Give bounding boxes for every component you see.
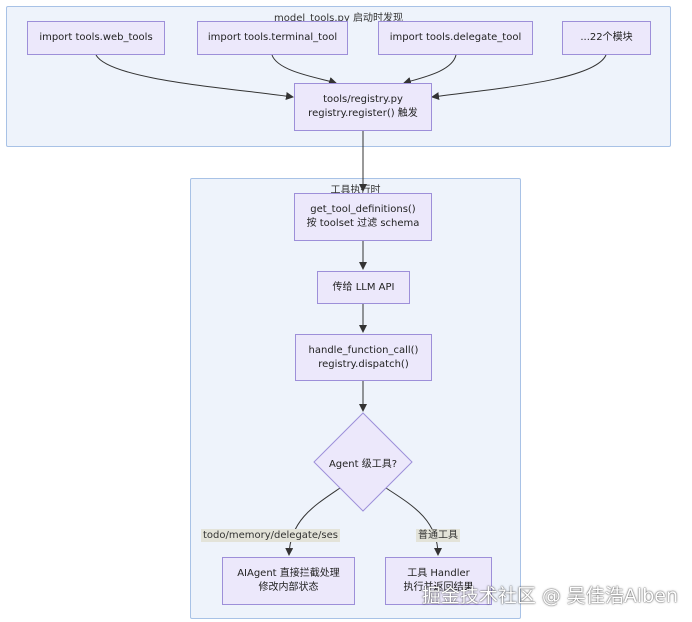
discovery-cluster-title: model_tools.py 启动时发现 <box>274 13 403 24</box>
node-registry-line2: registry.register() 触发 <box>308 108 418 119</box>
runtime-cluster: 工具执行时 <box>190 178 521 619</box>
decision-diamond: Agent 级工具? <box>313 412 413 512</box>
edge-terminal-to-registry <box>271 54 337 85</box>
edge-decision-to-handler <box>385 487 442 556</box>
node-more-modules-line1: ...22个模块 <box>580 32 633 43</box>
node-get-defs-line2: 按 toolset 过滤 schema <box>306 218 420 229</box>
node-registry: tools/registry.py registry.register() 触发 <box>294 83 432 131</box>
edge-label-normal-branch: 普通工具 <box>416 529 460 542</box>
node-aiagent: AIAgent 直接拦截处理 修改内部状态 <box>222 557 355 605</box>
node-tool-handler: 工具 Handler 执行并返回结果 <box>385 557 492 605</box>
edge-more-to-registry <box>431 54 607 101</box>
watermark-text: 掘金技术社区 @ 吴佳浩Alben <box>421 585 678 607</box>
node-get-defs-line1: get_tool_definitions() <box>310 204 416 215</box>
node-handler-line1: 工具 Handler <box>407 568 470 579</box>
node-registry-line1: tools/registry.py <box>323 94 403 105</box>
node-aiagent-line2: 修改内部状态 <box>258 582 319 593</box>
node-terminal-tool-line1: import tools.terminal_tool <box>207 32 338 43</box>
decision-label: Agent 级工具? <box>328 458 398 470</box>
node-handle-function-call: handle_function_call() registry.dispatch… <box>295 334 432 381</box>
node-get-tool-definitions: get_tool_definitions() 按 toolset 过滤 sche… <box>294 193 432 241</box>
node-handle-call-line1: handle_function_call() <box>308 344 419 356</box>
edge-decision-to-aiagent <box>285 487 341 556</box>
edge-web-to-registry <box>95 54 294 100</box>
runtime-cluster-title: 工具执行时 <box>330 185 381 196</box>
decision-diamond-shape <box>313 412 413 512</box>
node-web-tools: import tools.web_tools <box>27 21 165 55</box>
node-handler-line2: 执行并返回结果 <box>403 582 474 593</box>
node-handle-call-line2: registry.dispatch() <box>318 358 409 370</box>
node-llm-api: 传给 LLM API <box>317 271 410 304</box>
node-delegate-tool-line1: import tools.delegate_tool <box>389 32 522 43</box>
node-terminal-tool: import tools.terminal_tool <box>197 21 348 55</box>
node-more-modules: ...22个模块 <box>562 21 651 55</box>
node-aiagent-line1: AIAgent 直接拦截处理 <box>237 568 340 579</box>
edge-label-agent-branch: todo/memory/delegate/ses <box>201 529 340 542</box>
node-web-tools-line1: import tools.web_tools <box>39 32 153 43</box>
node-delegate-tool: import tools.delegate_tool <box>378 21 533 55</box>
edge-delegate-to-registry <box>403 54 457 85</box>
node-llm-api-line1: 传给 LLM API <box>332 281 395 293</box>
